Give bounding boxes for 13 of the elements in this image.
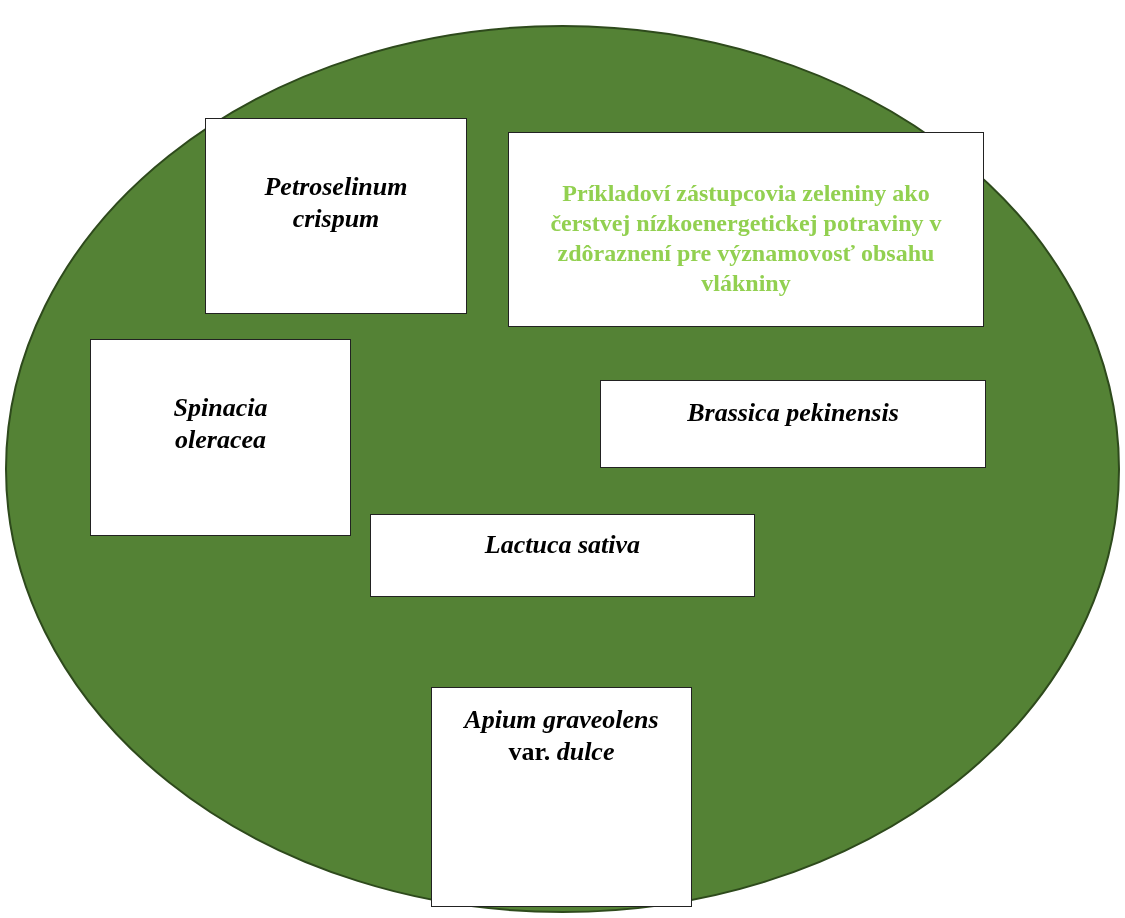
text-box	[431, 687, 692, 907]
text-box	[90, 339, 351, 536]
text-box	[205, 118, 467, 314]
species-name: Spinacia oleracea	[172, 392, 269, 456]
text-box	[370, 514, 755, 597]
species-name: Lactuca sativa	[483, 529, 642, 561]
species-name: Apium graveolens var. dulce	[462, 704, 660, 768]
species-name: Brassica pekinensis	[686, 397, 900, 429]
species-name: Petroselinum crispum	[263, 171, 409, 235]
text-box	[600, 380, 986, 468]
ellipse-background	[4, 24, 1121, 914]
heading-text: Príkladoví zástupcovia zeleniny ako čerstvej nízkoenergetickej potraviny v zdôraznení pre významovosť obsahu vlákniny	[549, 179, 943, 298]
text-box	[508, 132, 984, 327]
